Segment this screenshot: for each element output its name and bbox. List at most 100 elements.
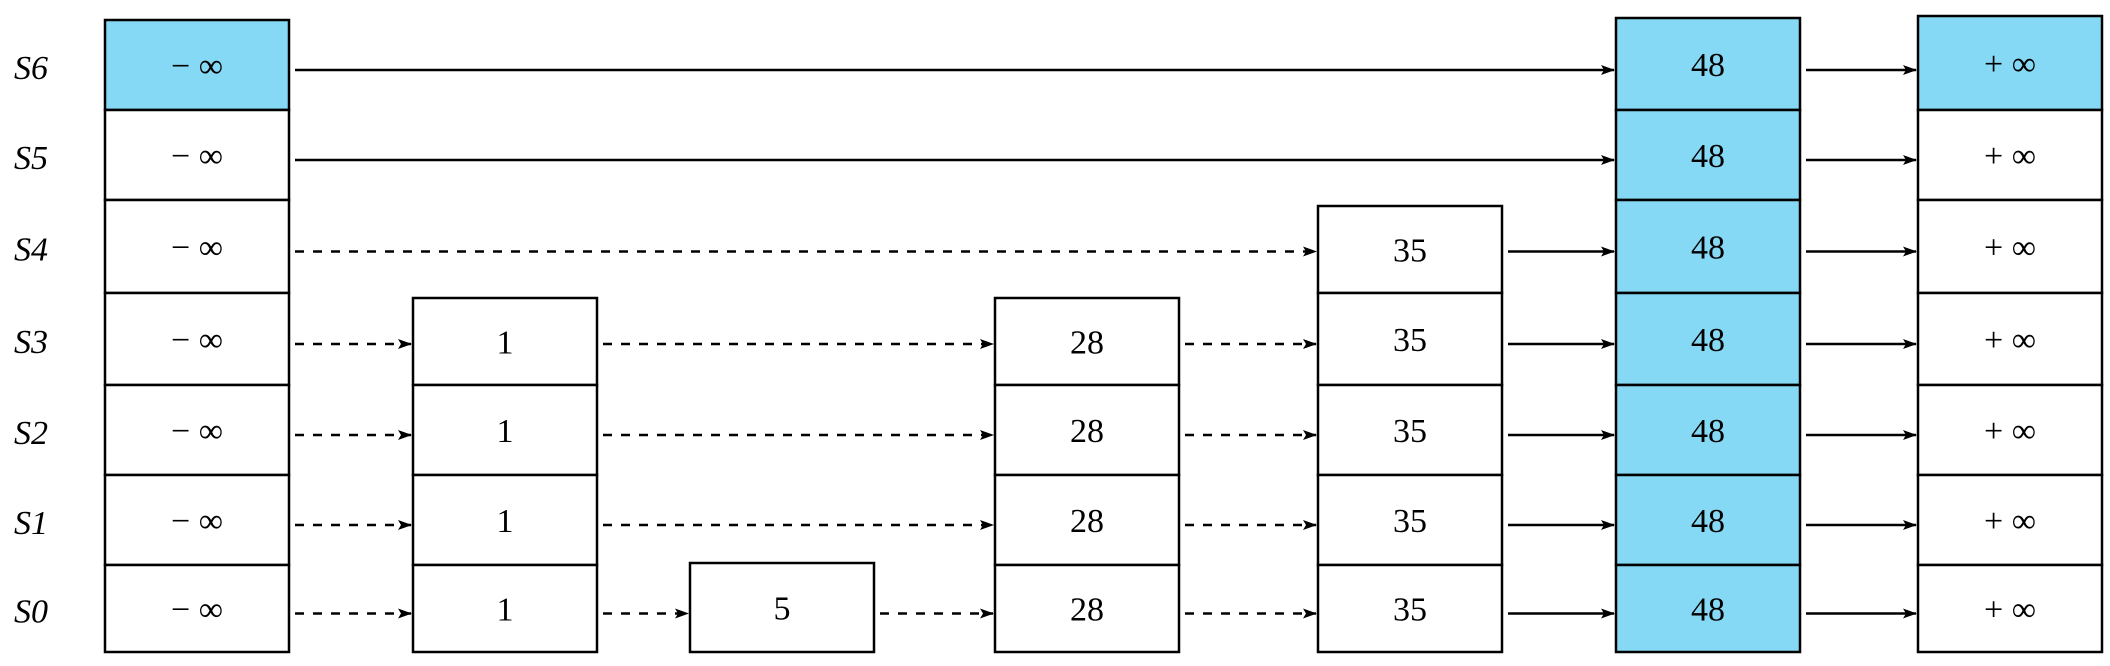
node-box [993,473,1181,567]
node-box [103,198,291,295]
node-s1-k48: 48 [1614,473,1802,567]
node-s2-k35: 35 [1316,383,1504,477]
node-s3-k28: 28 [993,296,1181,387]
node-s2-pos-inf: + ∞ [1916,383,2104,477]
level-label-s1: S1 [14,505,48,542]
node-box [1614,198,1802,295]
node-box [103,108,291,202]
node-s5-k48: 48 [1614,108,1802,202]
node-box [993,563,1181,654]
node-s0-k5: 5 [688,561,876,654]
node-box [688,561,876,654]
node-value: 48 [1691,322,1725,359]
node-s5-neg-inf: − ∞ [103,108,291,202]
node-box [1916,291,2104,387]
node-box [103,563,291,654]
node-value: 48 [1691,138,1725,175]
node-s3-neg-inf: − ∞ [103,291,291,387]
node-box [1614,383,1802,477]
node-value: 35 [1393,413,1427,450]
node-value: − ∞ [171,503,223,540]
level-label-s0: S0 [14,594,48,631]
node-value: − ∞ [171,138,223,175]
node-value: + ∞ [1984,413,2036,450]
node-value: 48 [1691,592,1725,629]
node-box [1316,291,1504,387]
node-s1-k1: 1 [411,473,599,567]
node-value: − ∞ [171,322,223,359]
node-box [1916,14,2104,112]
node-value: 28 [1070,325,1104,362]
node-value: 1 [497,592,514,629]
node-value: − ∞ [171,413,223,450]
node-box [103,18,291,112]
node-box [1614,563,1802,654]
node-box [1614,291,1802,387]
node-s6-neg-inf: − ∞ [103,18,291,112]
node-box [103,291,291,387]
node-s1-k28: 28 [993,473,1181,567]
node-box [103,383,291,477]
node-box [1316,473,1504,567]
node-box [1916,108,2104,202]
node-value: 48 [1691,230,1725,267]
node-s3-k1: 1 [411,296,599,387]
node-value: 35 [1393,592,1427,629]
node-s4-k35: 35 [1316,204,1504,295]
node-value: 35 [1393,503,1427,540]
node-box [1916,198,2104,295]
node-s1-pos-inf: + ∞ [1916,473,2104,567]
node-box [411,473,599,567]
node-s6-pos-inf: + ∞ [1916,14,2104,112]
node-s0-k48: 48 [1614,563,1802,654]
node-value: 1 [497,413,514,450]
node-value: + ∞ [1984,46,2036,83]
node-value: 28 [1070,503,1104,540]
node-s1-k35: 35 [1316,473,1504,567]
node-value: − ∞ [171,230,223,267]
node-value: 28 [1070,413,1104,450]
node-value: + ∞ [1984,322,2036,359]
node-s3-pos-inf: + ∞ [1916,291,2104,387]
node-s0-neg-inf: − ∞ [103,563,291,654]
node-box [411,383,599,477]
node-value: 1 [497,325,514,362]
links-layer [295,65,1917,619]
node-value: 5 [774,591,791,628]
node-s6-k48: 48 [1614,16,1802,112]
node-box [1316,204,1504,295]
node-s0-k28: 28 [993,563,1181,654]
node-value: 1 [497,503,514,540]
level-label-s2: S2 [14,415,48,452]
node-s4-pos-inf: + ∞ [1916,198,2104,295]
node-box [993,383,1181,477]
level-label-s5: S5 [14,140,48,177]
node-value: + ∞ [1984,503,2036,540]
node-s0-k1: 1 [411,563,599,654]
node-value: − ∞ [171,592,223,629]
node-s5-pos-inf: + ∞ [1916,108,2104,202]
node-box [1916,563,2104,654]
node-box [1316,383,1504,477]
node-s2-k28: 28 [993,383,1181,477]
node-s3-k48: 48 [1614,291,1802,387]
nodes-layer: − ∞ 48 + ∞ − ∞ 48 + ∞ − ∞ 35 48 + ∞ − ∞ 1 28 35 48 + ∞ −… [103,14,2104,654]
node-s2-neg-inf: − ∞ [103,383,291,477]
node-value: − ∞ [171,48,223,85]
node-s0-pos-inf: + ∞ [1916,563,2104,654]
node-box [1316,563,1504,654]
node-s0-k35: 35 [1316,563,1504,654]
node-box [1614,16,1802,112]
node-value: 48 [1691,503,1725,540]
node-value: 48 [1691,413,1725,450]
level-label-s6: S6 [14,50,48,87]
node-value: + ∞ [1984,138,2036,175]
node-box [411,563,599,654]
node-s4-k48: 48 [1614,198,1802,295]
node-value: 35 [1393,233,1427,270]
level-label-s3: S3 [14,324,48,361]
node-value: 28 [1070,592,1104,629]
node-value: 48 [1691,47,1725,84]
